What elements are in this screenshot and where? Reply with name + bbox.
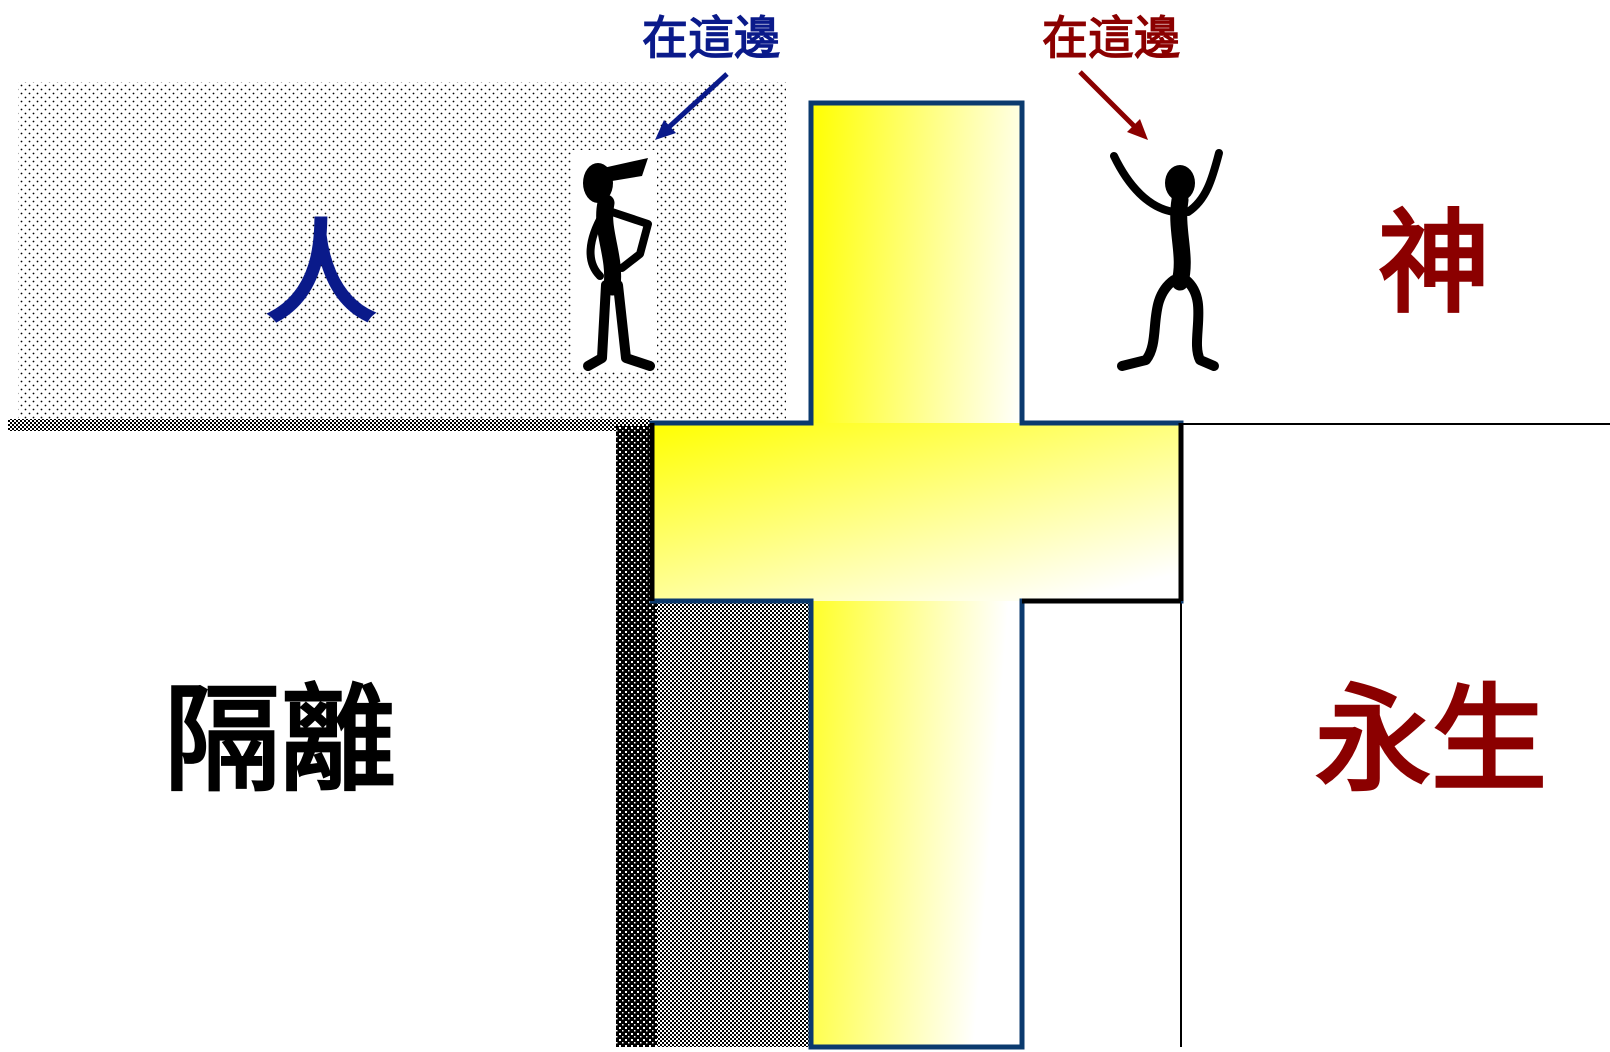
right-figure-torso xyxy=(1170,191,1191,291)
left-figure-cap xyxy=(603,158,648,182)
right-figure-left-leg xyxy=(1117,275,1179,371)
chasm-region xyxy=(657,601,811,1047)
right-figure-left-arm xyxy=(1110,152,1178,216)
man-label: 人 xyxy=(265,208,377,339)
god-label: 神 xyxy=(1378,198,1490,329)
left-arrow-shaft xyxy=(667,72,729,129)
left-arrow-head xyxy=(655,120,676,140)
left-figure-left-arm xyxy=(586,210,607,280)
right-arrow-head xyxy=(1127,119,1148,140)
separation-label: 隔離 xyxy=(164,672,396,808)
eternal-life-label: 永生 xyxy=(1315,672,1547,808)
man-here-label: 在這邊 xyxy=(642,11,780,65)
stick-figure-arms-raised-icon xyxy=(1110,149,1223,371)
left-figure-right-arm xyxy=(608,208,652,272)
right-figure-head xyxy=(1165,165,1195,201)
stick-figure-standing-icon xyxy=(572,150,657,372)
arrow-down-left-icon xyxy=(655,72,729,140)
left-figure-left-leg xyxy=(583,280,611,371)
cross-icon xyxy=(649,100,1184,1050)
cross-horizontal-beam xyxy=(652,423,1181,601)
left-figure-right-leg xyxy=(613,280,655,371)
right-arrow-shaft xyxy=(1078,70,1136,128)
god-here-label: 在這邊 xyxy=(1042,11,1180,65)
right-figure-right-arm xyxy=(1184,149,1223,216)
right-figure-right-leg xyxy=(1181,275,1219,371)
arrow-down-right-icon xyxy=(1078,70,1148,140)
separation-edge-strip xyxy=(8,419,652,431)
